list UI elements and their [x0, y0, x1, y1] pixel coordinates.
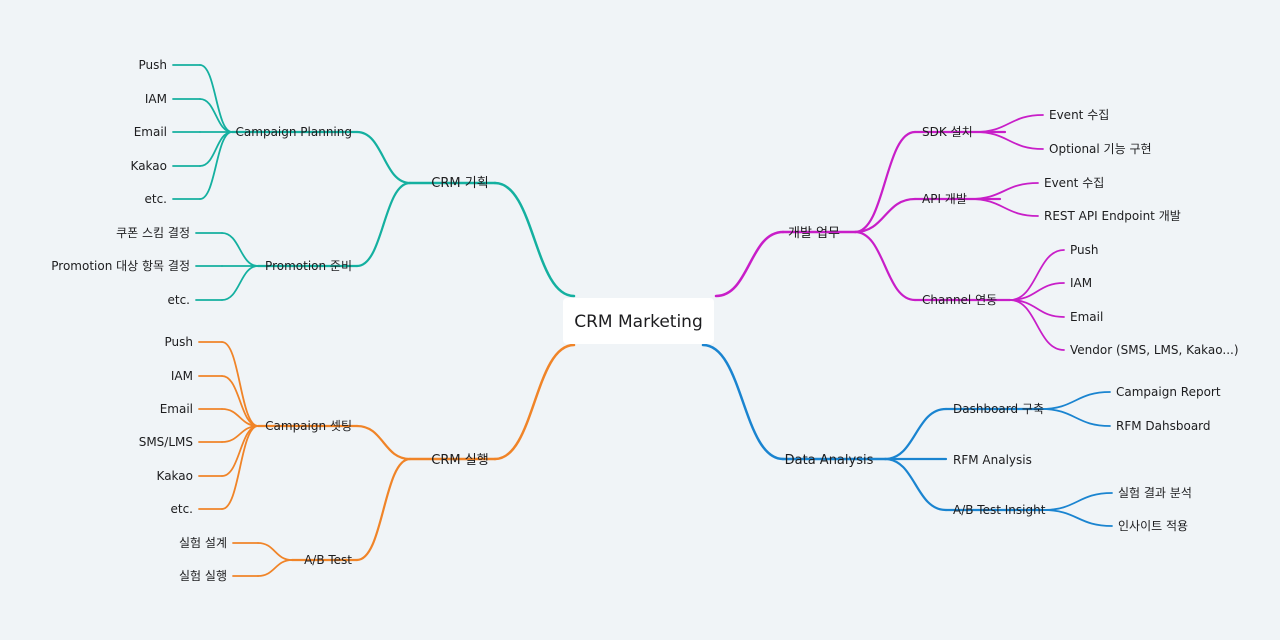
leaf-result-analysis[interactable]: 실험 결과 분석 [1118, 486, 1192, 500]
leaf-planning-iam[interactable]: IAM [145, 92, 167, 106]
edge-root-execution [493, 343, 576, 461]
node-ab-test-insight[interactable]: A/B Test Insight [953, 503, 1046, 517]
edge-promotion-leaf-2 [221, 265, 259, 301]
edge-dev-api [853, 197, 917, 234]
edge-dev-sdk [853, 130, 917, 234]
edge-campaign-planning-leaf-0 [199, 64, 233, 133]
leaf-api-event[interactable]: Event 수집 [1044, 176, 1104, 190]
leaf-planning-email[interactable]: Email [134, 125, 167, 139]
edge-planning-campaign [355, 130, 412, 185]
branch-analysis-label[interactable]: Data Analysis [785, 453, 874, 468]
edge-api-leaf-1 [969, 198, 1039, 217]
edge-campaign-planning-leaf-1 [199, 98, 233, 133]
leaf-channel-push[interactable]: Push [1070, 243, 1099, 257]
leaf-planning-push[interactable]: Push [139, 58, 168, 72]
leaf-planning-etc[interactable]: etc. [145, 192, 168, 206]
leaf-exec-etc[interactable]: etc. [171, 502, 194, 516]
edge-abtest-leaf-0 [257, 542, 293, 561]
edge-abinsight-leaf-1 [1042, 509, 1113, 527]
leaf-sdk-optional[interactable]: Optional 기능 구현 [1049, 142, 1152, 156]
edge-abinsight-leaf-0 [1042, 492, 1113, 511]
root-node-box[interactable] [563, 298, 714, 344]
edge-root-analysis [701, 343, 785, 461]
node-campaign-planning[interactable]: Campaign Planning [236, 125, 352, 139]
node-promotion-prep[interactable]: Promotion 준비 [265, 259, 352, 273]
node-ab-test[interactable]: A/B Test [304, 553, 352, 567]
leaf-exec-push[interactable]: Push [165, 335, 194, 349]
node-dashboard-build[interactable]: Dashboard 구축 [953, 402, 1044, 416]
edge-dashboard-leaf-0 [1040, 391, 1111, 410]
node-rfm-analysis[interactable]: RFM Analysis [953, 453, 1032, 467]
branch-development-label[interactable]: 개발 업무 [788, 226, 840, 241]
edge-campaign-planning-leaf-4 [199, 131, 233, 200]
edge-execution-abtest [355, 457, 412, 562]
leaf-planning-kakao[interactable]: Kakao [131, 159, 167, 173]
edge-channel-leaf-3 [1009, 299, 1065, 351]
branch-planning-label[interactable]: CRM 기획 [431, 176, 488, 191]
edge-root-planning [493, 181, 576, 298]
edge-campaign-setting-leaf-5 [221, 425, 259, 510]
root-node-label: CRM Marketing [574, 312, 702, 332]
leaf-channel-iam[interactable]: IAM [1070, 276, 1092, 290]
node-campaign-setting[interactable]: Campaign 셋팅 [265, 419, 352, 433]
leaf-sdk-event[interactable]: Event 수집 [1049, 108, 1109, 122]
leaf-experiment-run[interactable]: 실험 실행 [179, 568, 227, 583]
edge-campaign-planning-leaf-3 [199, 131, 233, 167]
edge-root-development [714, 230, 785, 298]
edge-promotion-leaf-0 [221, 232, 259, 267]
edge-planning-promotion [355, 181, 412, 268]
leaf-rfm-dashboard[interactable]: RFM Dahsboard [1116, 419, 1211, 433]
leaf-api-rest[interactable]: REST API Endpoint 개발 [1044, 209, 1181, 223]
leaf-coupon-scheme[interactable]: 쿠폰 스킴 결정 [116, 226, 190, 240]
leaf-exec-kakao[interactable]: Kakao [157, 469, 193, 483]
edge-abtest-leaf-1 [257, 559, 293, 577]
leaf-exec-sms-lms[interactable]: SMS/LMS [139, 435, 193, 449]
edge-analysis-dashboard [883, 407, 948, 461]
leaf-exec-email[interactable]: Email [160, 402, 193, 416]
leaf-channel-email[interactable]: Email [1070, 310, 1103, 324]
edge-api-leaf-0 [969, 182, 1039, 200]
node-sdk-install[interactable]: SDK 설치 [922, 125, 973, 139]
edge-channel-leaf-0 [1009, 249, 1065, 301]
leaf-promotion-etc[interactable]: etc. [168, 293, 191, 307]
leaf-experiment-design[interactable]: 실험 설계 [179, 536, 227, 550]
branch-execution-label[interactable]: CRM 실행 [431, 452, 488, 468]
edge-sdk-leaf-0 [974, 114, 1044, 133]
edge-campaign-setting-leaf-0 [221, 341, 259, 427]
edge-dashboard-leaf-1 [1040, 408, 1111, 427]
edge-execution-campaign [355, 424, 412, 461]
leaf-insight-apply[interactable]: 인사이트 적용 [1118, 519, 1188, 533]
node-api-dev[interactable]: API 개발 [922, 192, 967, 206]
connector-lines [172, 64, 1113, 577]
leaf-campaign-report[interactable]: Campaign Report [1116, 385, 1221, 399]
leaf-channel-vendor[interactable]: Vendor (SMS, LMS, Kakao...) [1070, 343, 1239, 357]
edge-analysis-abinsight [883, 457, 948, 512]
leaf-exec-iam[interactable]: IAM [171, 369, 193, 383]
node-channel-integration[interactable]: Channel 연동 [922, 293, 997, 307]
edge-sdk-leaf-1 [974, 131, 1044, 150]
edge-dev-channel [853, 230, 917, 302]
leaf-promotion-target[interactable]: Promotion 대상 항목 결정 [51, 259, 190, 273]
